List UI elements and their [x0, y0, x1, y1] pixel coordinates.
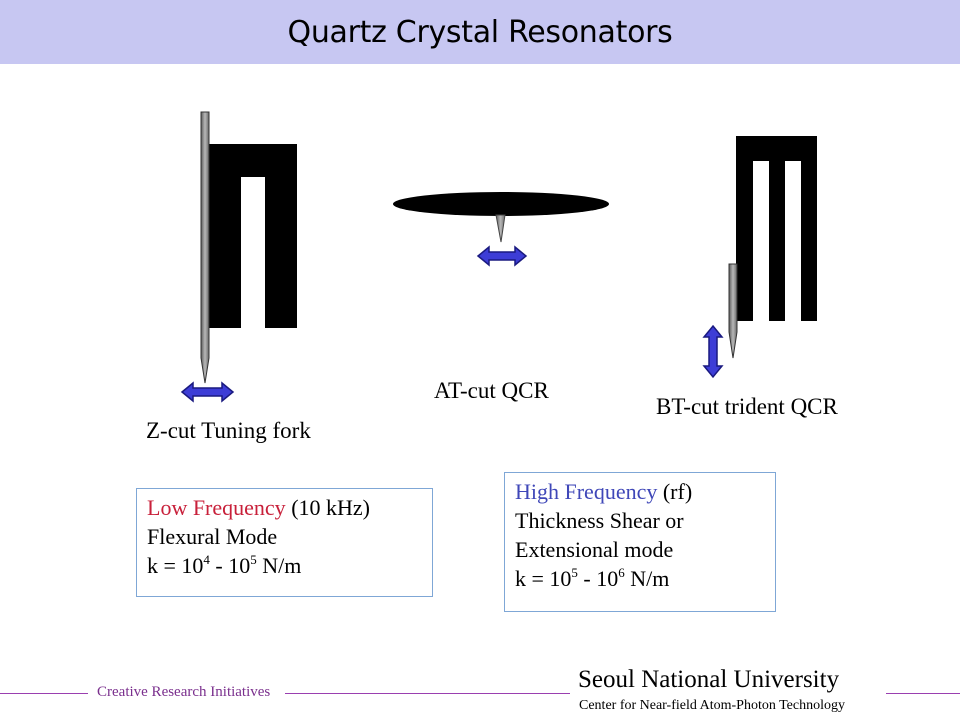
- footer-center-name: Center for Near-field Atom-Photon Techno…: [579, 698, 845, 713]
- at-cut-arrow-icon: [476, 245, 528, 267]
- k-exp-1: 5: [571, 565, 578, 580]
- extensional-mode-line: Extensional mode: [515, 537, 674, 562]
- thickness-shear-line: Thickness Shear or: [515, 508, 684, 533]
- slide-title: Quartz Crystal Resonators: [287, 14, 673, 50]
- footer-divider-right: [886, 693, 960, 694]
- at-cut-label: AT-cut QCR: [434, 378, 549, 403]
- at-cut-disk-shape: [393, 192, 609, 243]
- tuning-fork-shape: [200, 111, 297, 384]
- flexural-mode-line: Flexural Mode: [147, 524, 278, 549]
- footer-divider-left: [0, 693, 88, 694]
- high-frequency-line: High Frequency (rf): [515, 477, 775, 506]
- high-frequency-value: (rf): [657, 479, 693, 504]
- bt-cut-label: BT-cut trident QCR: [656, 394, 838, 419]
- k-exp-2: 6: [618, 565, 625, 580]
- k-exp-2: 5: [250, 552, 257, 567]
- k-prefix: k = 10: [147, 553, 204, 578]
- high-frequency-box: High Frequency (rf) Thickness Shear or E…: [504, 472, 776, 612]
- low-frequency-accent: Low Frequency: [147, 495, 286, 520]
- k-unit: N/m: [256, 553, 302, 578]
- low-stiffness-line: k = 104 - 105 N/m: [147, 551, 432, 580]
- k-prefix: k = 10: [515, 566, 572, 591]
- low-frequency-box: Low Frequency (10 kHz) Flexural Mode k =…: [136, 488, 433, 597]
- high-frequency-accent: High Frequency: [515, 479, 658, 504]
- k-mid: - 10: [209, 553, 251, 578]
- k-exp-1: 4: [203, 552, 210, 567]
- low-frequency-line: Low Frequency (10 kHz): [147, 493, 432, 522]
- footer-university: Seoul National University: [578, 666, 840, 693]
- footer-org-label: Creative Research Initiatives: [97, 684, 271, 700]
- title-bar: Quartz Crystal Resonators: [0, 0, 960, 64]
- low-frequency-value: (10 kHz): [285, 495, 370, 520]
- trident-shape: [728, 136, 817, 359]
- k-mid: - 10: [577, 566, 619, 591]
- tuning-fork-arrow-icon: [180, 381, 235, 403]
- trident-arrow-icon: [702, 324, 724, 379]
- footer-divider-middle: [285, 693, 570, 694]
- tuning-fork-label: Z-cut Tuning fork: [146, 418, 311, 443]
- high-stiffness-line: k = 105 - 106 N/m: [515, 564, 775, 593]
- k-unit: N/m: [624, 566, 670, 591]
